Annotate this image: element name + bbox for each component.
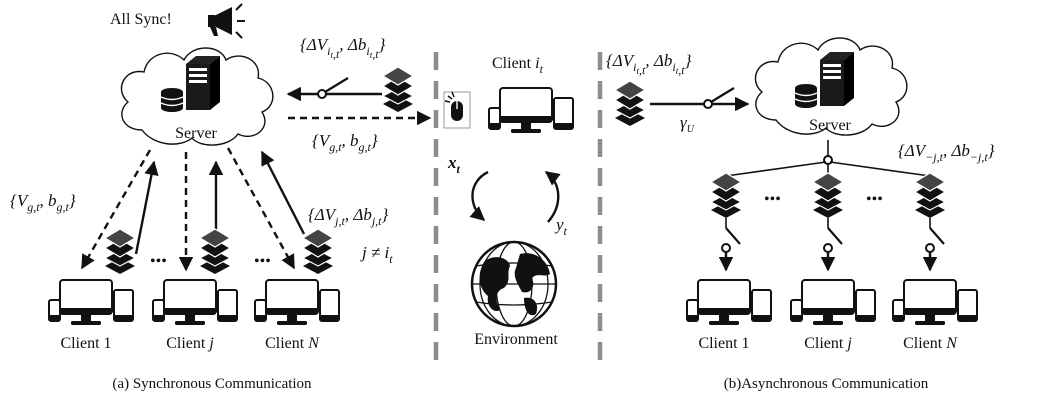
feedback-arrow xyxy=(544,171,561,223)
async-clientN-device-icon xyxy=(892,279,978,326)
async-branch-right xyxy=(829,161,931,177)
async-ellipsis-2: ••• xyxy=(866,191,883,208)
async-client1-stack-icon xyxy=(710,172,742,219)
sync-upload-math: {ΔVit,t, Δbit,t} xyxy=(300,35,386,61)
clientN-to-sync-arrow xyxy=(260,150,306,235)
async-client1-switch xyxy=(718,218,741,272)
sync-client-update-math: {ΔVj,t, Δbj,t} xyxy=(308,205,389,228)
async-upload-math: {ΔVit,t, Δbit,t} xyxy=(606,51,692,77)
async-ellipsis-1: ••• xyxy=(764,191,781,208)
sync-upload-stack-icon xyxy=(382,66,414,113)
context-label: xt xyxy=(447,153,461,176)
globe-icon xyxy=(470,240,558,328)
async-switch-label: γU xyxy=(680,113,695,135)
async-broadcast-math: {ΔV−j,t, Δb−j,t} xyxy=(898,141,995,164)
async-client1-label: Client 1 xyxy=(698,335,749,352)
sync-clientj-device-icon xyxy=(152,279,238,326)
async-clientN-label: Client N xyxy=(903,335,958,352)
sync-condition-math: j ≠ it xyxy=(360,243,393,266)
sync-panel: All Sync! Server {ΔVit,t, Δbit,t} {Vg,t,… xyxy=(10,3,432,392)
action-arrow xyxy=(469,170,489,221)
async-clientj-device-icon xyxy=(790,279,876,326)
sync-client1-label: Client 1 xyxy=(60,335,111,352)
sync-client1-device-icon xyxy=(48,279,134,326)
sync-clientN-stack-icon xyxy=(302,228,334,275)
sync-caption: (a) Synchronous Communication xyxy=(112,376,312,392)
async-upload-stack-icon xyxy=(614,80,646,127)
async-clientj-label: Client j xyxy=(804,335,852,352)
environment-label: Environment xyxy=(474,331,558,348)
sync-ellipsis-1: ••• xyxy=(150,253,167,270)
async-caption: (b)Asynchronous Communication xyxy=(724,376,929,392)
all-sync-label: All Sync! xyxy=(110,11,172,28)
sync-client-broadcast-math: {Vg,t, bg,t} xyxy=(10,191,76,214)
sync-server-label: Server xyxy=(175,125,217,142)
mouse-icon xyxy=(444,91,463,121)
sync-to-clientN-arrow xyxy=(226,147,296,270)
async-clientj-switch xyxy=(820,218,843,272)
sync-ellipsis-2: ••• xyxy=(254,253,271,270)
async-clientN-stack-icon xyxy=(914,172,946,219)
sync-clientj-stack-icon xyxy=(199,228,231,275)
reward-label: yt xyxy=(554,215,568,238)
active-client-label: Client it xyxy=(492,55,544,76)
center-panel: Client it xt yt Environment xyxy=(443,55,574,348)
megaphone-icon xyxy=(208,3,245,39)
async-clientN-switch xyxy=(922,218,945,272)
active-client-device-icon xyxy=(488,87,574,134)
sync-clientj-label: Client j xyxy=(166,335,214,352)
async-client1-device-icon xyxy=(686,279,772,326)
async-branch-left xyxy=(725,161,827,177)
sync-client1-stack-icon xyxy=(104,228,136,275)
async-clientj-stack-icon xyxy=(812,172,844,219)
sync-to-client1-arrow xyxy=(80,149,152,270)
async-panel: {ΔVit,t, Δbit,t} γU Server {ΔV−j,t, Δb−j… xyxy=(606,37,995,392)
sync-clientN-device-icon xyxy=(254,279,340,326)
async-server-label: Server xyxy=(809,117,851,134)
sync-broadcast-math: {Vg,t, bg,t} xyxy=(312,131,378,154)
sync-clientN-label: Client N xyxy=(265,335,320,352)
client1-to-sync-arrow xyxy=(134,160,159,255)
